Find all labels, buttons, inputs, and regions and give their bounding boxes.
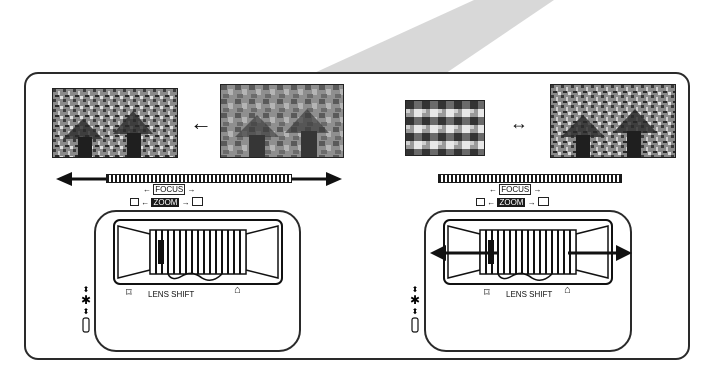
zoom-label-row-left: ← ZOOM → (130, 197, 203, 208)
image-sharp-right (550, 84, 676, 158)
svg-text:⬍: ⬍ (83, 285, 90, 294)
large-screen-icon (537, 197, 549, 206)
lens-shift-label-left: LENS SHIFT (148, 290, 195, 299)
lens-shift-arrows-right (430, 245, 632, 261)
small-screen-icon (130, 198, 139, 206)
svg-text:✱: ✱ (410, 293, 420, 307)
lens-shift-label-right: LENS SHIFT (506, 290, 553, 299)
lens-shift-knob-left (113, 219, 283, 285)
relation-arrow-left: ← (190, 110, 212, 135)
svg-text:✱: ✱ (81, 293, 91, 307)
focus-label-right: FOCUS (499, 184, 532, 195)
zoom-ring-right (438, 174, 622, 183)
zoom-label-left: ZOOM (151, 198, 180, 207)
svg-text:⬍: ⬍ (83, 307, 90, 316)
focus-label-row-right: ← FOCUS → (489, 184, 542, 195)
zoom-ring-left (106, 174, 292, 183)
image-sharp-left (52, 88, 178, 158)
image-blur-left (220, 84, 344, 158)
large-screen-icon (191, 197, 203, 206)
projector-down-icon: ⌑ (484, 287, 490, 299)
zoom-label-right: ZOOM (497, 198, 526, 207)
svg-text:⬍: ⬍ (412, 285, 419, 294)
relation-arrow-right: ↔ (510, 113, 528, 133)
projector-up-icon: ⌂ (234, 284, 241, 296)
lock-icon: ⬍ ✱ ⬍ (81, 285, 91, 333)
focus-label-row-left: ← FOCUS → (143, 184, 196, 195)
zoom-label-row-right: ← ZOOM → (476, 197, 549, 208)
projector-down-icon: ⌑ (126, 287, 132, 299)
lock-icon: ⬍ ✱ ⬍ (410, 285, 420, 333)
focus-label-left: FOCUS (153, 184, 186, 195)
small-screen-icon (476, 198, 485, 206)
image-pixelated-right (405, 100, 485, 156)
svg-text:⬍: ⬍ (412, 307, 419, 316)
projector-up-icon: ⌂ (564, 284, 571, 296)
